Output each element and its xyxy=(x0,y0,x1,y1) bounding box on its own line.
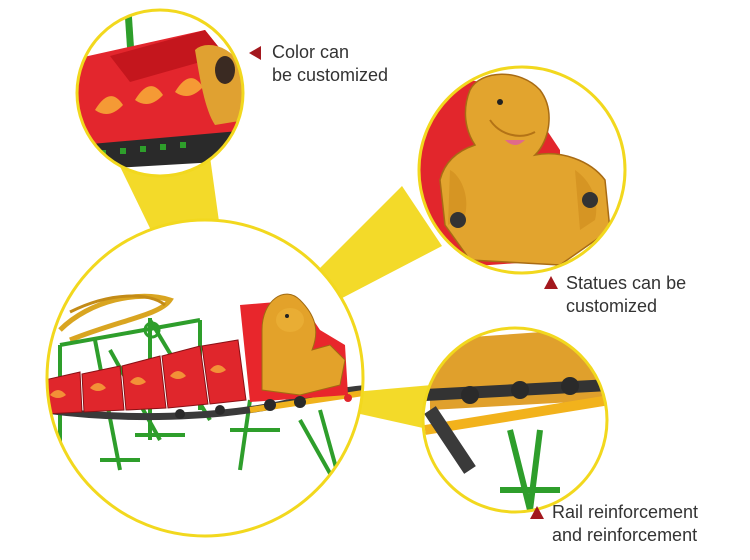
triangle-marker-icon xyxy=(249,46,261,60)
callout-line: be customized xyxy=(272,65,389,85)
main-coaster-view xyxy=(45,218,365,538)
triangle-marker-icon xyxy=(544,276,558,289)
triangle-marker-icon xyxy=(530,506,544,519)
detail-car-color xyxy=(75,8,245,178)
callout-line: Rail reinforcement xyxy=(552,502,699,522)
detail-rail xyxy=(421,326,609,514)
callout-color-customized: Color can be customized xyxy=(272,41,388,87)
callout-line: and reinforcement xyxy=(552,525,698,545)
callout-line: Statues can be xyxy=(566,273,687,293)
detail-statue xyxy=(417,65,627,275)
callout-statues-customized: Statues can be customized xyxy=(566,272,686,318)
callout-line: Color can xyxy=(272,42,350,62)
callout-rail-reinforcement: Rail reinforcement and reinforcement xyxy=(552,501,698,547)
callout-line: customized xyxy=(566,296,658,316)
